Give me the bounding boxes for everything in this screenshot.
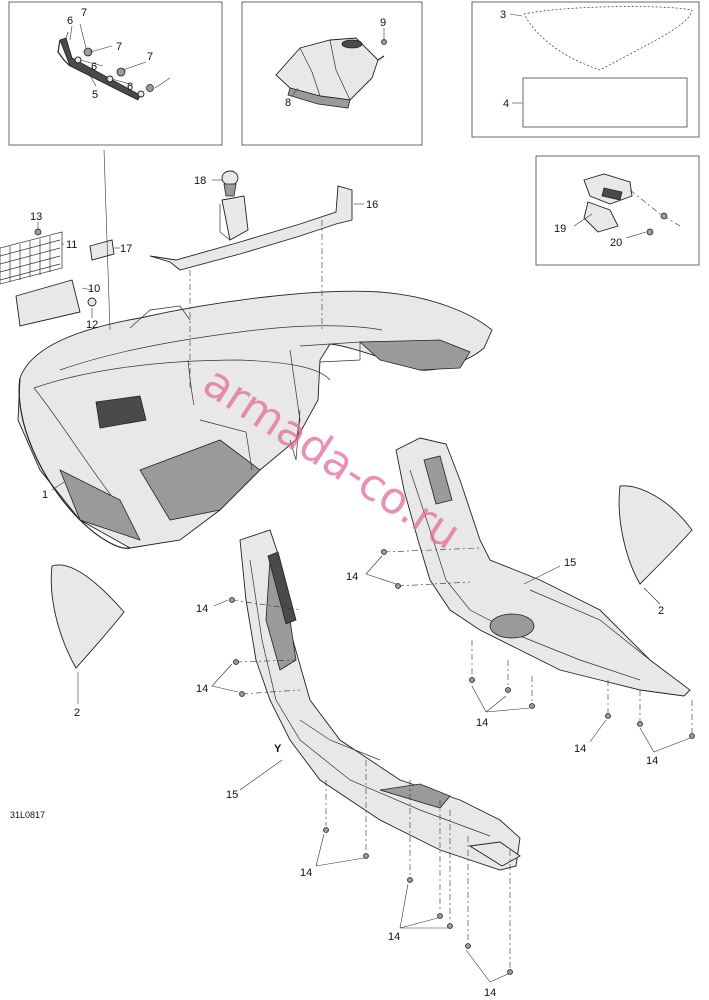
callout-8: 8 (285, 97, 291, 109)
front-body-panel (17, 290, 493, 549)
callout-4: 4 (503, 98, 509, 110)
callout-18: 18 (194, 175, 206, 187)
callout-11: 11 (66, 239, 77, 251)
callout-1: 1 (42, 489, 48, 501)
callout-2: 2 (74, 707, 80, 719)
callout-14: 14 (388, 931, 400, 943)
callout-14: 14 (476, 717, 488, 729)
callout-14: 14 (300, 867, 312, 879)
callout-14: 14 (484, 987, 496, 999)
callout-7: 7 (147, 51, 153, 63)
callout-15: 15 (564, 557, 576, 569)
callout-12: 12 (86, 319, 98, 331)
callout-19: 19 (554, 223, 566, 235)
inset-box-bracket (535, 155, 700, 266)
pad-part (15, 279, 81, 327)
orientation-mark: Y (274, 743, 282, 755)
side-panel-left (50, 564, 125, 669)
callout-6: 6 (127, 81, 133, 93)
callout-14: 14 (646, 755, 658, 767)
callout-9: 9 (380, 17, 386, 29)
callout-17: 17 (120, 243, 132, 255)
cover-part (275, 37, 387, 109)
callout-5: 5 (92, 89, 98, 101)
callout-14: 14 (196, 603, 208, 615)
lower-frame-right (395, 437, 691, 697)
callout-7: 7 (81, 7, 87, 19)
callout-14: 14 (196, 683, 208, 695)
callout-3: 3 (500, 9, 506, 21)
bracket-part (583, 173, 681, 236)
callout-15: 15 (226, 789, 238, 801)
callout-16: 16 (366, 199, 378, 211)
top-bracket-part (149, 170, 353, 271)
callout-6: 6 (91, 61, 97, 73)
label-part (522, 77, 688, 128)
lower-frame-left (239, 529, 521, 871)
callout-10: 10 (88, 283, 100, 295)
callout-2: 2 (658, 605, 664, 617)
decal-part (523, 6, 693, 71)
callout-20: 20 (610, 237, 622, 249)
callout-6: 6 (67, 15, 73, 27)
fasteners (229, 547, 695, 975)
callout-7: 7 (116, 41, 122, 53)
trim-strip-part (57, 31, 171, 101)
callout-13: 13 (30, 211, 42, 223)
side-panel-right (618, 485, 693, 585)
callout-14: 14 (346, 571, 358, 583)
fastener-leaders (211, 555, 691, 983)
pocket-part (89, 239, 115, 261)
figure-code: 31L0817 (10, 810, 45, 820)
net-panel-part (0, 231, 63, 285)
inset-box-trim-strip (8, 1, 223, 146)
washer-part (87, 297, 97, 307)
callout-14: 14 (574, 743, 586, 755)
